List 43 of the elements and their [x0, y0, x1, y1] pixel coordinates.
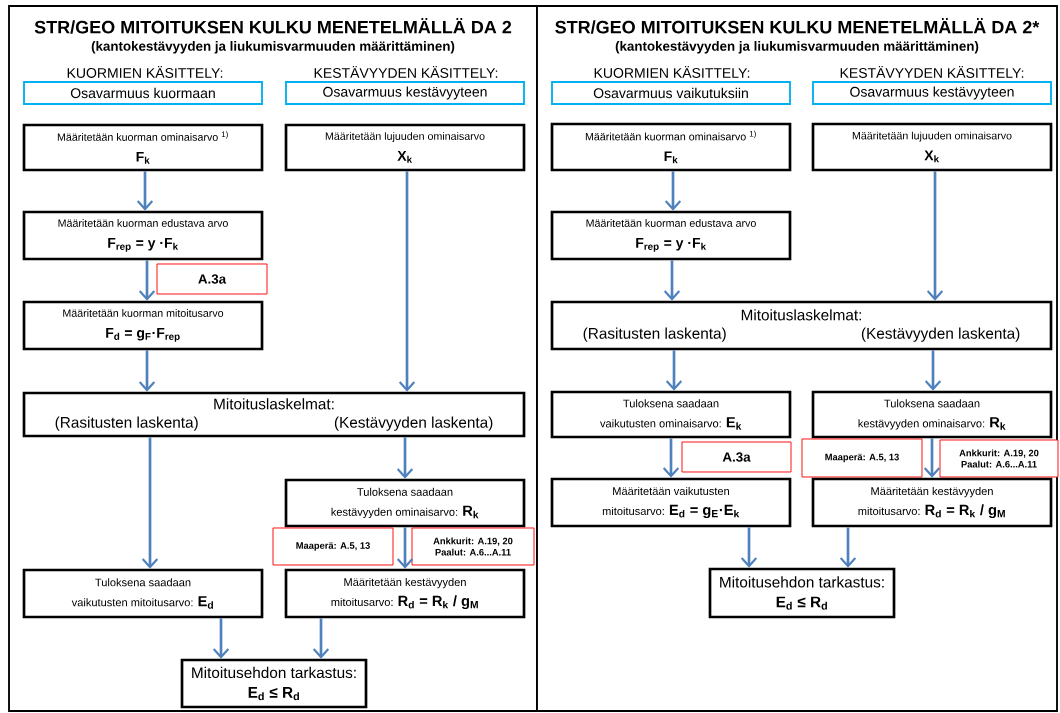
reference-box: A.3a	[156, 263, 268, 295]
reference-box: A.3a	[681, 441, 792, 473]
reference-box: Ankkurit: A.19, 20 Paalut: A.6...A.11	[411, 527, 535, 566]
arrow	[926, 171, 944, 301]
arrow	[923, 438, 941, 478]
process-box: Tuloksena saadaan vaikutusten ominaisarvo: E$_{k}$	[550, 390, 792, 439]
arrow	[839, 527, 857, 568]
arrow	[312, 618, 330, 659]
process-box: Määritetään kuorman edustava arvo F$_{rep}$ = y ·F$_{k}$	[550, 210, 792, 261]
arrow	[138, 350, 156, 392]
header-box: Osavarmuus vaikutuksiin	[551, 81, 791, 105]
arrow	[141, 437, 159, 569]
process-box: Määritetään lujuuden ominaisarvo X$_{k}$	[284, 123, 526, 172]
process-box: Mitoituslaskelmat: (Rasitusten laskenta) (Kestävyyden laskenta)	[22, 391, 526, 438]
process-box: Määritetään kuorman ominaisarvo $^{1)}$ F$_{k}$	[550, 122, 792, 172]
reference-box: Maaperä: A.5, 13	[272, 527, 394, 566]
arrow	[662, 438, 680, 478]
arrow	[740, 527, 758, 568]
process-box: Tuloksena saadaan vaikutusten mitoitusarvo: E$_{d}$	[22, 568, 264, 619]
reference-box: Maaperä: A.5, 13	[801, 438, 923, 478]
arrow	[665, 350, 683, 391]
process-box: Määritetään lujuuden ominaisarvo X$_{k}$	[811, 122, 1053, 172]
header-box: Osavarmuus kestävyyteen	[285, 81, 525, 105]
arrow	[396, 527, 414, 569]
process-box: Määritetään kuorman ominaisarvo $^{1)}$ F$_{k}$	[22, 123, 264, 172]
process-box: Mitoituslaskelmat: (Rasitusten laskenta) (Kestävyyden laskenta)	[550, 300, 1053, 351]
header-box: Osavarmuus kuormaan	[23, 81, 263, 105]
arrow	[398, 171, 416, 392]
arrow	[664, 171, 682, 211]
arrow	[924, 350, 942, 391]
process-box: Määritetään kestävyyden mitoitusarvo: R$_{d}$ = R$_{k}$ / g$_{M}$	[284, 568, 526, 619]
arrow	[212, 618, 230, 659]
process-box: Mitoitusehdon tarkastus: E$_{d}$ ≤ R$_{d}$	[708, 567, 896, 619]
arrow	[138, 260, 156, 301]
arrow	[396, 437, 414, 479]
header-box: Osavarmuus kestävyyteen	[812, 81, 1052, 105]
process-box: Määritetään kuorman mitoitusarvo F$_{d}$ = g$_{F}$·F$_{rep}$	[22, 300, 264, 351]
process-box: Mitoitusehdon tarkastus: E$_{d}$ ≤ R$_{d}$	[180, 658, 368, 709]
arrow	[663, 260, 681, 301]
reference-box: Ankkurit: A.19, 20 Paalut: A.6...A.11	[939, 439, 1059, 478]
process-box: Määritetään vaikutusten mitoitusarvo: E$_{d}$ = g$_{E}$·E$_{k}$	[550, 477, 792, 528]
process-box: Määritetään kuorman edustava arvo F$_{rep}$ = y ·F$_{k}$	[22, 210, 264, 261]
arrow	[136, 171, 154, 211]
